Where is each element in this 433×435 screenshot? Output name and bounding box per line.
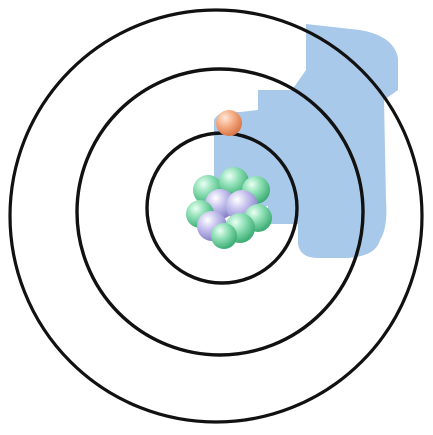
electron — [216, 110, 242, 136]
proton — [211, 223, 237, 249]
nucleus — [186, 167, 272, 249]
